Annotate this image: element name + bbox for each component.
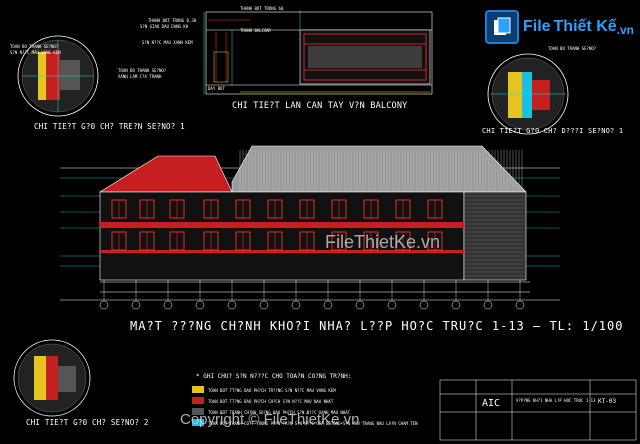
grid-axis-bubble — [483, 300, 493, 310]
legend-title: * GHI CHU? S?N N???C CHO TOA?N CO?NG TR?… — [196, 373, 352, 380]
detail-d-title: CHI TIE?T G?0 CH? D???I SE?NO? 1 — [482, 127, 624, 135]
note-8: XANH LAM C?A TRANH — [118, 74, 162, 79]
grid-axis-bubble — [291, 300, 301, 310]
grid-axis-bubble — [99, 300, 109, 310]
note-10: TRANH BALCONY — [240, 28, 272, 33]
watermark-center: FileThietKe.vn — [325, 232, 441, 252]
grid-axis-bubble — [195, 300, 205, 310]
grid-axis-bubble — [419, 300, 429, 310]
grid-axis-bubble — [259, 300, 269, 310]
note-3: S?N N??C MAU XANH KEM — [142, 40, 193, 45]
floor-band-1 — [100, 222, 464, 228]
legend-row-4: TOAN BOT THANH CO?T TRONG PH?N TR?N S?N … — [208, 421, 418, 426]
legend-row-2: TOAN BOT TT?NG BAO PH?CH CH?CH S?N N??C … — [208, 399, 334, 404]
grid-axis-bubble — [323, 300, 333, 310]
logo-text: File — [522, 18, 551, 35]
legend-row-1: TOAN BOT TT?NG BAO PH?CH TR??NG S?N N??C… — [208, 388, 336, 393]
logo-text-2: Thiết Kế — [553, 18, 617, 35]
balcony-title: CHI TIE?T LAN CAN TAY V?N BALCONY — [232, 101, 408, 111]
roof-left — [98, 155, 233, 193]
grid-axis-bubble — [227, 300, 237, 310]
titleblock-project: V?P?NG KH?I NHA L?P HOC TRUC 1-13 — [516, 398, 596, 403]
note-4: THANH BOT TRONG 60 — [240, 6, 284, 11]
grid-axis-bubble — [515, 300, 525, 310]
balcony-dims — [208, 19, 250, 82]
note-1: THANH BOT TRONG 0.30 — [148, 18, 197, 23]
windows — [111, 199, 443, 251]
detail-2-title: CHI TIE?T G?0 CH? SE?NO? 2 — [26, 418, 149, 427]
grid-axes — [99, 280, 525, 310]
detail-circle-bl — [13, 339, 91, 417]
grid-axis-bubble — [163, 300, 173, 310]
titleblock — [439, 379, 637, 441]
grid-axis-bubble — [451, 300, 461, 310]
note-7: TOAN BO THANH SE?NO? — [118, 68, 167, 73]
titleblock-code: KT-03 — [598, 398, 617, 405]
note-11: DAY BOT — [208, 86, 225, 91]
grid-axis-bubble — [355, 300, 365, 310]
balcony-yellow — [213, 51, 430, 93]
floor-band-2 — [100, 250, 464, 253]
detail-1-title: CHI TIE?T G?0 CH? TRE?N SE?NO? 1 — [34, 122, 185, 131]
detail-circle-tr — [487, 53, 569, 135]
grid-axis-bubble — [131, 300, 141, 310]
site-logo[interactable]: File Thiết Kế .vn — [484, 10, 634, 44]
balcony-cyan — [203, 10, 301, 94]
main-title: MA?T ???NG CH?NH KHO?I NHA? L??P HO?C TR… — [130, 319, 624, 333]
titleblock-firm: AIC — [482, 398, 501, 409]
note-9: TOAN BO TRANH SE?NO? — [548, 46, 597, 51]
roof-hatch — [239, 150, 523, 191]
note-6: S?N N??C MAU VANG KEM — [10, 50, 61, 55]
detail-circle-tl — [17, 35, 99, 117]
watermark-copyright: Copyright © FileThietKe.vn — [180, 411, 360, 428]
note-2: S?N GIAO DAU DANG KH — [140, 24, 189, 29]
logo-icon — [484, 10, 519, 44]
grid-axis-bubble — [387, 300, 397, 310]
balcony-rail — [303, 33, 427, 81]
legend-row-3: TOAN BOT TRANH CH?NH SO?NG BAO PH?CH S?N… — [208, 410, 351, 415]
balcony-hatch — [308, 46, 422, 68]
note-5: TOAN BO TRANH SE?NO? — [10, 44, 59, 49]
logo-suffix: .vn — [616, 22, 634, 37]
legend-swatches — [192, 386, 204, 426]
